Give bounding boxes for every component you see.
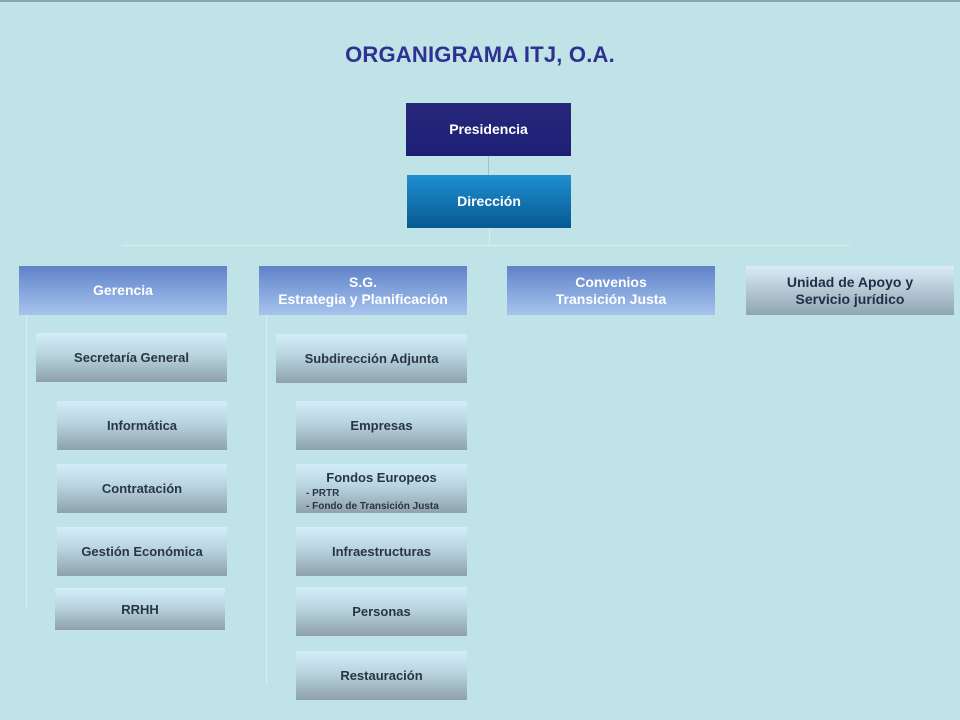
node-informatica-label: Informática <box>106 418 178 433</box>
node-gestion-economica-label: Gestión Económica <box>81 544 203 559</box>
node-presidencia[interactable]: Presidencia <box>406 103 571 156</box>
node-convenios-line2: Transición Justa <box>555 290 667 307</box>
node-infraestructuras-label: Infraestructuras <box>332 544 431 559</box>
node-gerencia-label: Gerencia <box>93 282 153 298</box>
connector-pres-dir <box>488 155 489 175</box>
node-contratacion[interactable]: Contratación <box>57 464 227 513</box>
connector-horizontal <box>122 245 850 246</box>
node-informatica[interactable]: Informática <box>57 401 227 450</box>
node-restauracion[interactable]: Restauración <box>296 651 467 700</box>
node-convenios-line1: Convenios <box>575 273 647 290</box>
top-border <box>0 0 960 2</box>
connector-gerencia-children <box>26 315 27 610</box>
fondos-item-ftj: - Fondo de Transición Justa <box>306 501 439 512</box>
node-personas[interactable]: Personas <box>296 587 467 636</box>
node-empresas-label: Empresas <box>350 418 413 433</box>
node-rrhh-label: RRHH <box>121 601 159 617</box>
node-restauracion-label: Restauración <box>340 668 423 683</box>
node-gestion-economica[interactable]: Gestión Económica <box>57 527 227 576</box>
node-contratacion-label: Contratación <box>101 481 183 496</box>
node-unidad-line1: Unidad de Apoyo y <box>786 273 914 290</box>
fondos-item-prtr: - PRTR <box>306 488 340 499</box>
node-subdireccion-adjunta[interactable]: Subdirección Adjunta <box>276 334 467 383</box>
node-subdireccion-label: Subdirección Adjunta <box>304 351 439 366</box>
node-infraestructuras[interactable]: Infraestructuras <box>296 527 467 576</box>
node-rrhh[interactable]: RRHH <box>55 588 225 630</box>
node-convenios[interactable]: Convenios Transición Justa <box>507 266 715 315</box>
node-sg-line1: S.G. <box>348 273 377 290</box>
node-personas-label: Personas <box>352 604 411 619</box>
node-secretaria-general[interactable]: Secretaría General <box>36 333 227 382</box>
node-fondos-europeos[interactable]: Fondos Europeos - PRTR - Fondo de Transi… <box>296 464 467 513</box>
node-sg-estrategia[interactable]: S.G. Estrategia y Planificación <box>259 266 467 315</box>
node-gerencia[interactable]: Gerencia <box>19 266 227 315</box>
node-empresas[interactable]: Empresas <box>296 401 467 450</box>
node-sg-line2: Estrategia y Planificación <box>278 290 448 307</box>
node-unidad-apoyo[interactable]: Unidad de Apoyo y Servicio jurídico <box>746 266 954 315</box>
connector-sg-children <box>266 315 267 685</box>
node-secretaria-general-label: Secretaría General <box>74 350 189 365</box>
node-direccion[interactable]: Dirección <box>407 175 571 228</box>
node-presidencia-label: Presidencia <box>449 121 528 137</box>
connector-dir-down <box>489 227 490 246</box>
chart-title: ORGANIGRAMA ITJ, O.A. <box>345 42 615 67</box>
node-direccion-label: Dirección <box>457 193 521 209</box>
node-fondos-label: Fondos Europeos <box>326 470 437 485</box>
node-unidad-line2: Servicio jurídico <box>795 290 905 307</box>
fondos-items: - PRTR - Fondo de Transición Justa <box>296 487 439 513</box>
